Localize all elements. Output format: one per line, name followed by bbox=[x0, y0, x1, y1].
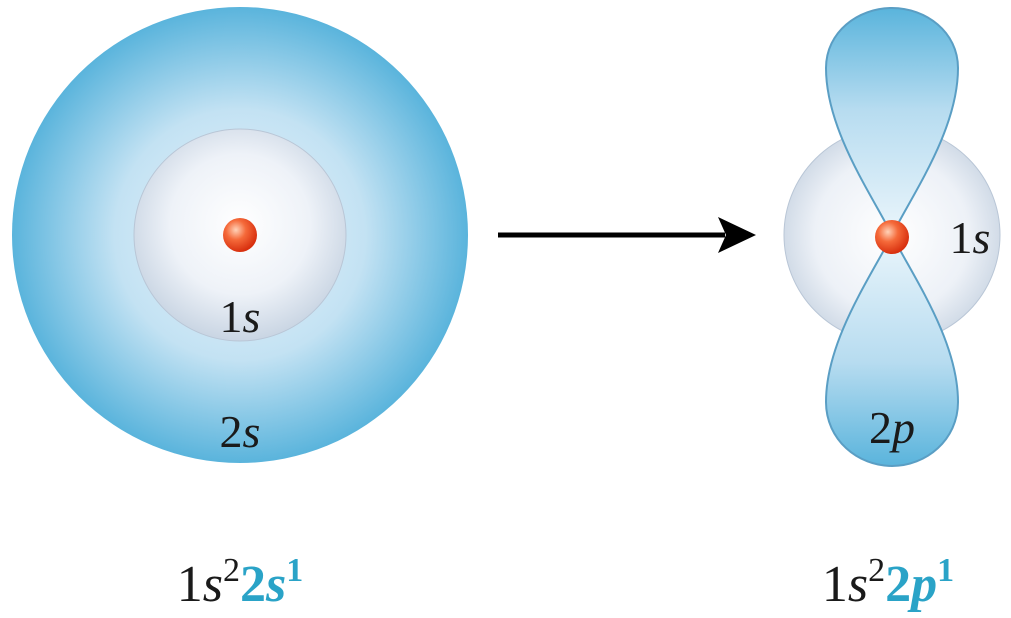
right-atom: 1s 2p 1s22p1 bbox=[784, 8, 1000, 613]
nucleus-right bbox=[875, 220, 909, 254]
transition-arrow bbox=[498, 217, 756, 253]
label-2s: 2s bbox=[220, 406, 261, 457]
label-2p: 2p bbox=[869, 402, 915, 453]
left-atom: 1s 2s 1s22s1 bbox=[12, 7, 468, 613]
label-1s-right: 1s bbox=[950, 212, 991, 263]
config-right: 1s22p1 bbox=[822, 552, 954, 613]
label-1s: 1s bbox=[220, 291, 261, 342]
nucleus bbox=[223, 218, 257, 252]
config-left: 1s22s1 bbox=[177, 552, 304, 613]
